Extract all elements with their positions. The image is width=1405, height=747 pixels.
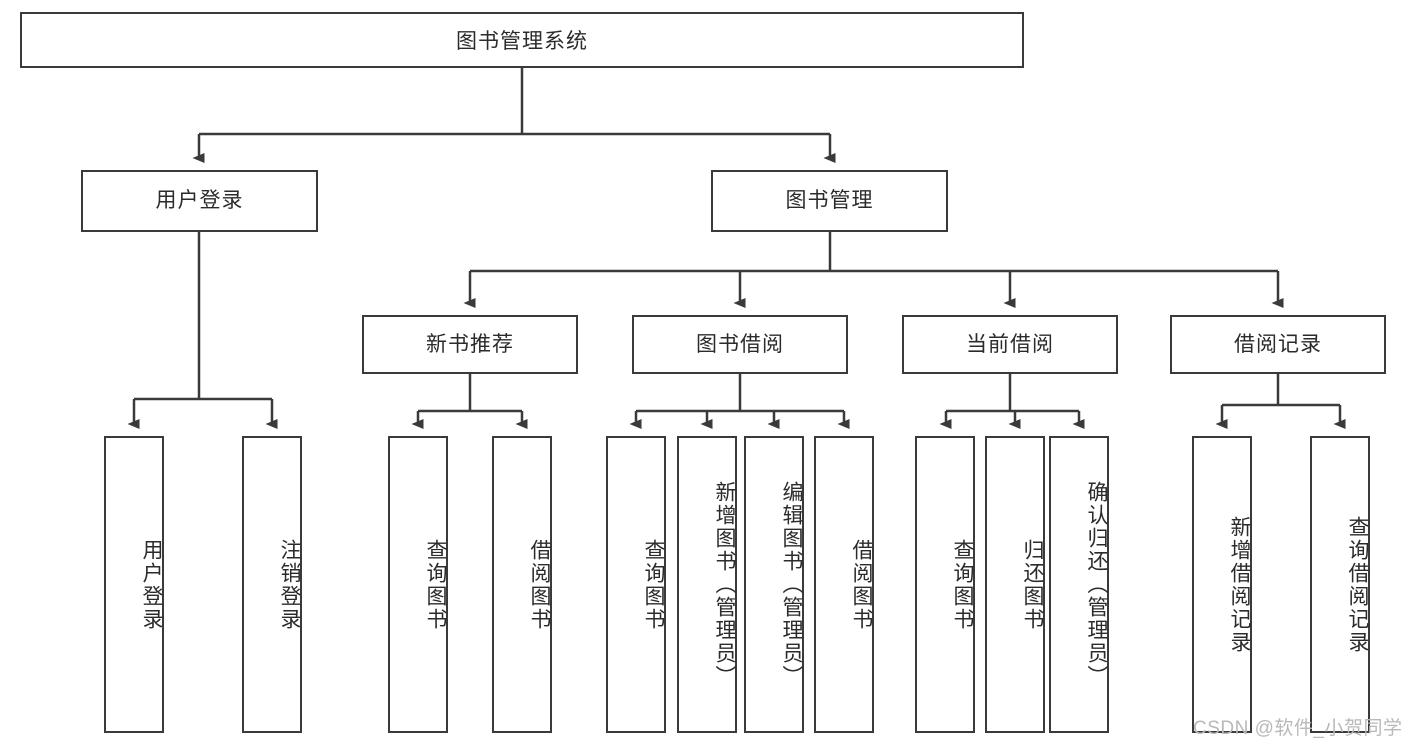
node-user-login[interactable]: 用户登录 — [81, 170, 318, 232]
node-label: 新增图书（管理员） — [713, 481, 736, 688]
node-leaf-query-record[interactable]: 查询借阅记录 — [1310, 436, 1370, 733]
edges-currentborrow-to-leaves — [939, 374, 1085, 429]
node-borrow-record[interactable]: 借阅记录 — [1170, 315, 1386, 374]
node-label: 用户登录 — [140, 538, 163, 631]
node-leaf-confirm-return[interactable]: 确认归还（管理员） — [1049, 436, 1109, 733]
node-label: 当前借阅 — [966, 332, 1054, 356]
node-current-borrow[interactable]: 当前借阅 — [902, 315, 1118, 374]
node-label: 图书管理 — [785, 189, 874, 213]
node-label: 用户登录 — [155, 189, 244, 213]
node-label: 查询图书 — [642, 538, 665, 631]
node-label: 借阅图书 — [850, 538, 873, 631]
node-root-system[interactable]: 图书管理系统 — [20, 12, 1024, 68]
edges-borrowrecord-to-leaves — [1215, 374, 1346, 429]
node-label: 查询图书 — [424, 538, 447, 631]
node-leaf-add-record[interactable]: 新增借阅记录 — [1192, 436, 1252, 733]
node-leaf-return-book[interactable]: 归还图书 — [985, 436, 1045, 733]
node-label: 新书推荐 — [426, 332, 514, 356]
node-leaf-borrow-book-1[interactable]: 借阅图书 — [492, 436, 552, 733]
node-label: 借阅记录 — [1234, 332, 1322, 356]
edges-userlogin-to-leaves — [127, 232, 278, 429]
csdn-watermark: CSDN @软件_小贺同学 — [1193, 718, 1403, 739]
node-leaf-edit-book[interactable]: 编辑图书（管理员） — [744, 436, 804, 733]
node-label: 查询图书 — [951, 538, 974, 631]
edges-bookborrow-to-leaves — [629, 374, 850, 429]
edges-bookmanage-to-level3 — [463, 232, 1284, 308]
edges-root-to-level2 — [192, 68, 836, 163]
node-leaf-borrow-book-2[interactable]: 借阅图书 — [814, 436, 874, 733]
node-label: 查询借阅记录 — [1346, 515, 1369, 654]
node-leaf-query-book-1[interactable]: 查询图书 — [388, 436, 448, 733]
edges-newbook-to-leaves — [411, 374, 528, 429]
node-book-borrow[interactable]: 图书借阅 — [632, 315, 848, 374]
node-label: 注销登录 — [278, 538, 301, 631]
node-leaf-query-book-2[interactable]: 查询图书 — [606, 436, 666, 733]
node-label: 归还图书 — [1021, 538, 1044, 631]
node-leaf-logout-login[interactable]: 注销登录 — [242, 436, 302, 733]
node-new-book-recommend[interactable]: 新书推荐 — [362, 315, 578, 374]
node-label: 编辑图书（管理员） — [780, 481, 803, 688]
node-leaf-query-book-3[interactable]: 查询图书 — [915, 436, 975, 733]
node-leaf-user-login[interactable]: 用户登录 — [104, 436, 164, 733]
node-label: 借阅图书 — [528, 538, 551, 631]
node-leaf-add-book[interactable]: 新增图书（管理员） — [677, 436, 737, 733]
node-label: 新增借阅记录 — [1228, 515, 1251, 654]
node-book-manage[interactable]: 图书管理 — [711, 170, 948, 232]
node-label: 图书借阅 — [696, 332, 784, 356]
node-label: 确认归还（管理员） — [1085, 481, 1108, 688]
node-label: 图书管理系统 — [456, 30, 588, 53]
